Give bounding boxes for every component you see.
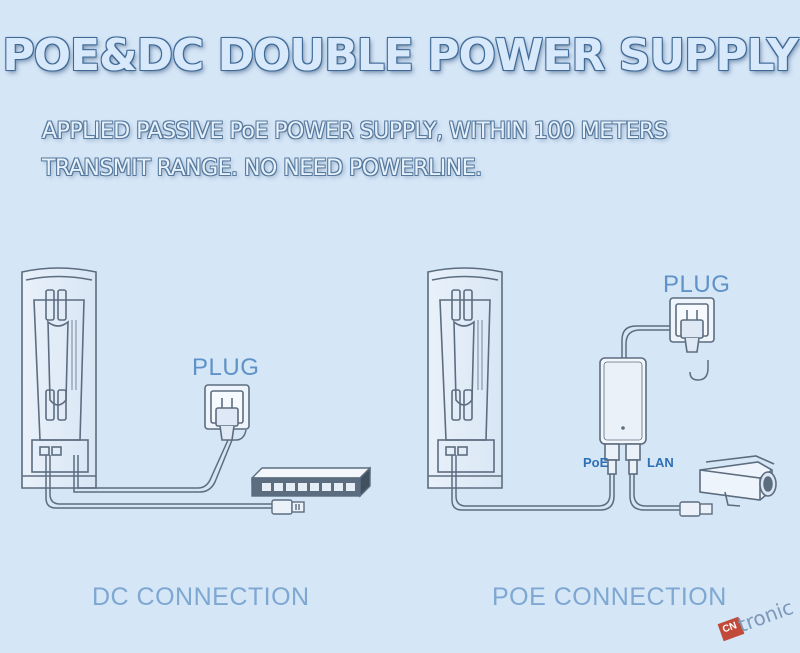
ip-camera-icon [699,455,777,507]
watermark-text: tronic [734,594,797,638]
poe-connection-label: POE CONNECTION [492,583,727,611]
network-switch-icon [251,466,371,498]
poe-plug-socket-icon [669,297,715,353]
dc-plug-socket-icon [204,384,250,441]
dc-cpe-device-icon [21,267,97,489]
poe-rj45-connector-icon [679,501,713,517]
poe-cpe-device-icon [427,267,503,489]
poe-injector-icon [599,357,647,475]
poe-plug-label: PLUG [663,271,731,298]
page-title: POE&DC DOUBLE POWER SUPPLY [2,30,798,81]
subtitle-line-2: TRANSMIT RANGE. NO NEED POWERLINE. [42,156,482,181]
watermark-mark-text: CN [721,620,739,636]
watermark-logo: CN tronic [712,594,800,646]
subtitle-line-1: APPLIED PASSIVE PoE POWER SUPPLY, WITHIN… [42,119,668,144]
dc-connection-label: DC CONNECTION [92,583,310,611]
dc-rj45-connector-icon [271,499,305,515]
dc-plug-label: PLUG [192,354,260,381]
poe-port-label: PoE [583,455,609,470]
lan-port-label: LAN [647,455,674,470]
